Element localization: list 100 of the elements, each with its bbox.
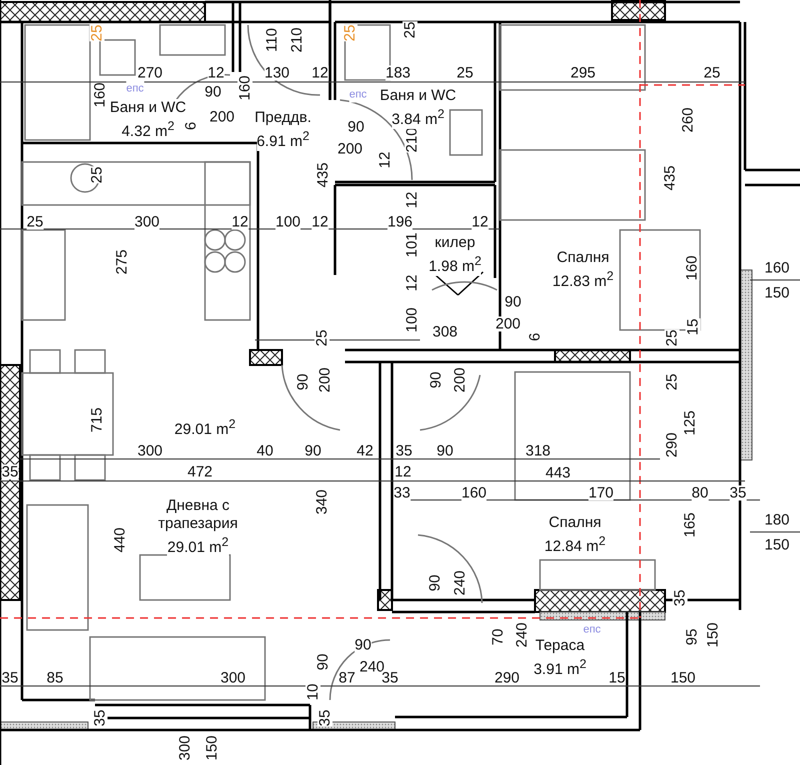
dimension-label: 80 (692, 486, 708, 500)
dimension-label: 12 (312, 66, 328, 80)
dimension-label: 160 (764, 260, 790, 276)
dimension-label: 95 (684, 628, 700, 646)
dimension-label: 25 (90, 24, 104, 42)
dimension-label: 196 (387, 214, 413, 230)
dimension-label: 130 (264, 66, 290, 80)
dimension-label: 308 (432, 324, 458, 340)
dimension-label: 150 (670, 670, 696, 686)
dimension-label: 300 (220, 670, 246, 686)
dimension-label: 165 (682, 512, 698, 538)
room-name: Тераса (535, 637, 585, 655)
dimension-label: 85 (46, 670, 64, 686)
dimension-label: 183 (385, 66, 411, 80)
dimension-label: 150 (204, 735, 220, 761)
dimension-label: 15 (686, 318, 700, 336)
dimension-label: 90 (504, 294, 522, 310)
dimension-label: 12 (394, 464, 412, 480)
dimension-label: 150 (764, 538, 790, 552)
dimension-label: 200 (452, 367, 468, 393)
dimension-label: 25 (90, 166, 104, 184)
dimension-label: 100 (275, 214, 301, 230)
dimension-label: 290 (494, 670, 520, 686)
dimension-label: 472 (187, 464, 213, 480)
dimension-label: 12 (208, 66, 224, 80)
dimension-label: 35 (318, 710, 332, 726)
dimension-label: 35 (92, 710, 108, 726)
dimension-label: 35 (2, 464, 18, 480)
dimension-label: 440 (112, 527, 128, 553)
dimension-label: 715 (90, 407, 104, 433)
dimension-label: 210 (290, 27, 304, 53)
dimension-label: 200 (209, 110, 235, 124)
dimension-label: 87 (338, 670, 356, 686)
dimension-label: 150 (764, 286, 790, 300)
dimension-label: 295 (570, 66, 596, 80)
dimension-label: 100 (404, 307, 420, 333)
dimension-label: 110 (264, 28, 280, 52)
dimension-label: 160 (238, 75, 252, 101)
dimension-label: 300 (178, 735, 192, 761)
dimension-label: 90 (316, 654, 330, 670)
dimension-label: 300 (137, 444, 163, 458)
dimension-label: 340 (314, 489, 330, 515)
dimension-label: 260 (680, 107, 696, 133)
dimension-label: 25 (704, 66, 720, 80)
dimension-label: 15 (608, 670, 626, 686)
dimension-label: 90 (428, 372, 444, 388)
dimension-label: 10 (306, 684, 320, 700)
dimension-label: 180 (764, 512, 790, 528)
dimension-label: 12 (472, 214, 488, 230)
dimension-label: 25 (314, 330, 330, 346)
dimension-label: 25 (664, 330, 680, 346)
dimension-label: 12 (312, 214, 328, 230)
dimension-label: 12 (404, 274, 420, 292)
dimension-label: 101 (404, 232, 420, 258)
dimension-label: 435 (662, 165, 678, 191)
dimension-label: 35 (730, 486, 746, 500)
dimension-label: 270 (137, 66, 163, 80)
dimension-label: 90 (428, 574, 442, 592)
dimension-label: 150 (706, 622, 720, 648)
dimension-label: 70 (490, 628, 506, 646)
dimension-label: 6 (528, 332, 542, 342)
dimension-label: 35 (382, 670, 398, 686)
dimension-label: 12 (232, 214, 248, 230)
dimension-label: 160 (684, 255, 700, 281)
dimension-label: 300 (134, 214, 160, 230)
dimension-label: 25 (456, 66, 474, 80)
dimension-label: 25 (402, 22, 418, 38)
dimension-label: 318 (525, 444, 551, 458)
dimension-label: 443 (545, 466, 571, 480)
dimension-label: 35 (396, 444, 412, 458)
dimension-label: 170 (588, 486, 614, 500)
dimension-label: 90 (296, 374, 310, 390)
dimension-label: 25 (26, 214, 44, 230)
dimension-label: 90 (348, 120, 364, 134)
dimension-label: 200 (337, 142, 363, 156)
dimension-label: 125 (682, 410, 698, 436)
dimension-label: 25 (342, 24, 358, 42)
dimension-label: 42 (356, 444, 374, 458)
dimension-label: 275 (114, 249, 130, 275)
dimension-label: 33 (394, 486, 410, 500)
dimension-label: 90 (204, 84, 222, 100)
dimension-label: 6 (184, 122, 198, 130)
dimension-label: 35 (2, 670, 18, 686)
dimension-label: 40 (256, 444, 274, 458)
room-name: Преддв. (254, 109, 312, 127)
dimension-label: 12 (404, 192, 420, 208)
dimension-label: 90 (304, 444, 322, 458)
dimension-label: 240 (514, 622, 530, 648)
dimension-label: 200 (318, 367, 332, 393)
dimension-label: 90 (436, 444, 454, 458)
dimension-label: 160 (92, 82, 108, 108)
dimension-label: 290 (664, 432, 680, 458)
dimension-label: 240 (452, 570, 468, 596)
room-name: Баня и WC (110, 99, 186, 117)
dimension-label: 25 (664, 374, 680, 390)
dimension-label: 435 (316, 162, 330, 188)
dimension-label: 90 (354, 638, 372, 652)
dimension-label: 35 (672, 590, 688, 606)
dimension-label: 160 (461, 486, 487, 500)
dimension-label: 12 (378, 152, 392, 168)
